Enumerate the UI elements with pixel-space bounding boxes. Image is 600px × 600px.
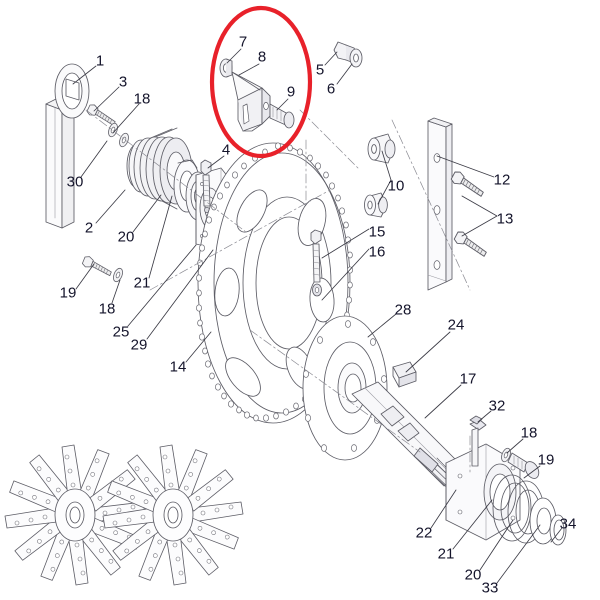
part-plate-hex-bolt-13-a xyxy=(449,169,488,198)
part-washer-18-a xyxy=(117,131,131,149)
part-disc-nut-16 xyxy=(312,283,322,297)
part-bellows-boot xyxy=(126,127,193,210)
part-washer-30 xyxy=(106,121,120,139)
part-nut-5-washer-6 xyxy=(333,41,363,68)
part-stud-pin-4 xyxy=(200,159,212,213)
part-mounting-plate-12 xyxy=(427,117,453,291)
part-plate-hex-bolt-13-b xyxy=(452,229,491,258)
part-scraper-blade-arm-8 xyxy=(231,71,271,132)
assembly-axis-lines xyxy=(85,109,471,473)
part-bushing-7 xyxy=(219,58,233,78)
part-washer-18-b xyxy=(111,266,125,284)
part-impeller-fan-left xyxy=(4,444,146,586)
part-shoulder-bolt-9 xyxy=(269,103,295,129)
part-woodruff-key-24 xyxy=(392,361,417,388)
part-impeller-fan-right xyxy=(102,444,244,586)
part-mounting-bracket xyxy=(45,63,90,229)
part-bearing-race-21-b xyxy=(492,474,532,542)
part-spacer-bushing-10-a xyxy=(367,133,396,164)
part-spacer-bushing-10-b xyxy=(364,192,388,218)
part-hex-bolt-left xyxy=(85,102,119,127)
leader-lines xyxy=(72,48,563,584)
part-seal-ring-33 xyxy=(529,497,557,545)
red-highlight-ellipse xyxy=(209,5,313,159)
part-disc-bolt-15 xyxy=(310,229,322,283)
part-carriage-bolt-19 xyxy=(81,254,115,278)
